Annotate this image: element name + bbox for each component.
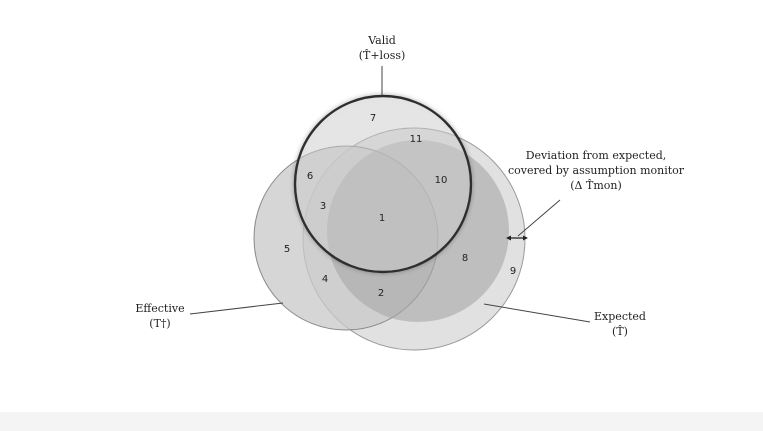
region-2-label: 2 bbox=[378, 288, 384, 299]
valid-set-label: Valid bbox=[367, 34, 396, 47]
deviation-label-line2: covered by assumption monitor bbox=[508, 164, 685, 177]
bottom-band bbox=[0, 412, 763, 431]
region-7-label: 7 bbox=[370, 113, 376, 124]
effective-leader-line bbox=[189, 302, 284, 315]
expected-leader-line bbox=[483, 303, 591, 323]
region-5-label: 5 bbox=[284, 244, 290, 255]
region-9-label: 9 bbox=[510, 266, 516, 277]
expected-set-label: Expected bbox=[594, 310, 646, 323]
valid-set-circle bbox=[293, 94, 473, 274]
deviation-label-line3: (Δ T̂mon) bbox=[570, 179, 622, 192]
region-10-label: 10 bbox=[435, 175, 448, 186]
effective-set-symbol: (T†) bbox=[149, 317, 170, 330]
deviation-double-arrow bbox=[506, 235, 528, 241]
deviation-leader-line bbox=[517, 199, 561, 237]
region-11-label: 11 bbox=[410, 134, 423, 145]
region-1-label: 1 bbox=[379, 213, 385, 224]
region-3-label: 3 bbox=[320, 201, 326, 212]
expected-set-symbol: (T̂) bbox=[612, 325, 628, 338]
region-6-label: 6 bbox=[307, 171, 313, 182]
region-8-label: 8 bbox=[462, 253, 468, 264]
valid-set-symbol: (T̂+loss) bbox=[359, 49, 406, 62]
effective-set-label: Effective bbox=[135, 302, 184, 315]
deviation-label-line1: Deviation from expected, bbox=[526, 149, 667, 162]
region-4-label: 4 bbox=[322, 274, 328, 285]
